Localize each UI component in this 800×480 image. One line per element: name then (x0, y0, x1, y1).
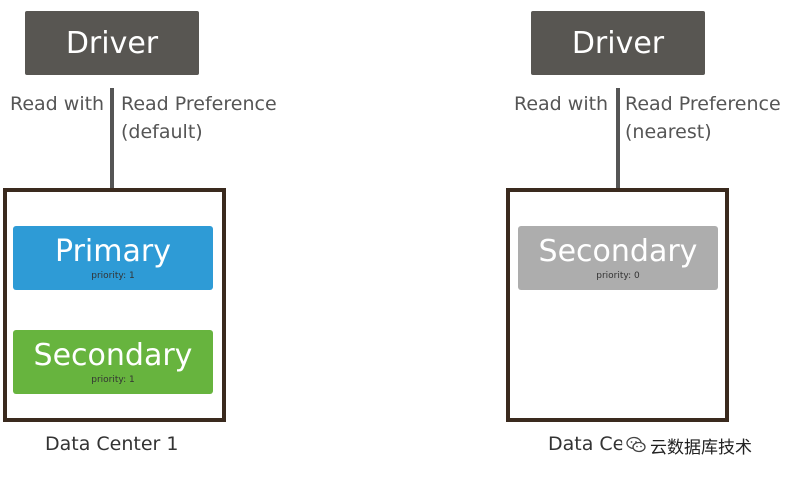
node-label: Secondary (538, 233, 698, 269)
primary-node: Primary priority: 1 (13, 226, 213, 290)
driver-box-2: Driver (531, 11, 705, 75)
watermark-text: 云数据库技术 (650, 437, 752, 458)
node-priority: priority: 1 (91, 270, 135, 281)
wechat-icon (626, 436, 646, 454)
arrow-shaft-1 (110, 88, 114, 212)
note-read-with: Read with (10, 93, 105, 115)
note-read-with: Read with (514, 93, 609, 115)
node-priority: priority: 1 (91, 374, 135, 385)
driver-label: Driver (571, 25, 665, 61)
watermark: 云数据库技术 (622, 432, 756, 458)
note-mode-default: (default) (121, 121, 203, 143)
secondary-node-1: Secondary priority: 1 (13, 330, 213, 394)
node-priority: priority: 0 (596, 270, 640, 281)
note-read-preference: Read Preference (121, 93, 277, 115)
data-center-2-label: Data Ce (548, 433, 625, 455)
arrow-shaft-2 (616, 88, 620, 212)
secondary-node-2: Secondary priority: 0 (518, 226, 718, 290)
data-center-2-box (506, 188, 729, 422)
node-label: Secondary (33, 337, 193, 373)
note-mode-nearest: (nearest) (625, 121, 712, 143)
note-read-preference: Read Preference (625, 93, 781, 115)
driver-label: Driver (65, 25, 159, 61)
driver-box-1: Driver (25, 11, 199, 75)
data-center-1-label: Data Center 1 (45, 433, 179, 455)
node-label: Primary (55, 233, 171, 269)
